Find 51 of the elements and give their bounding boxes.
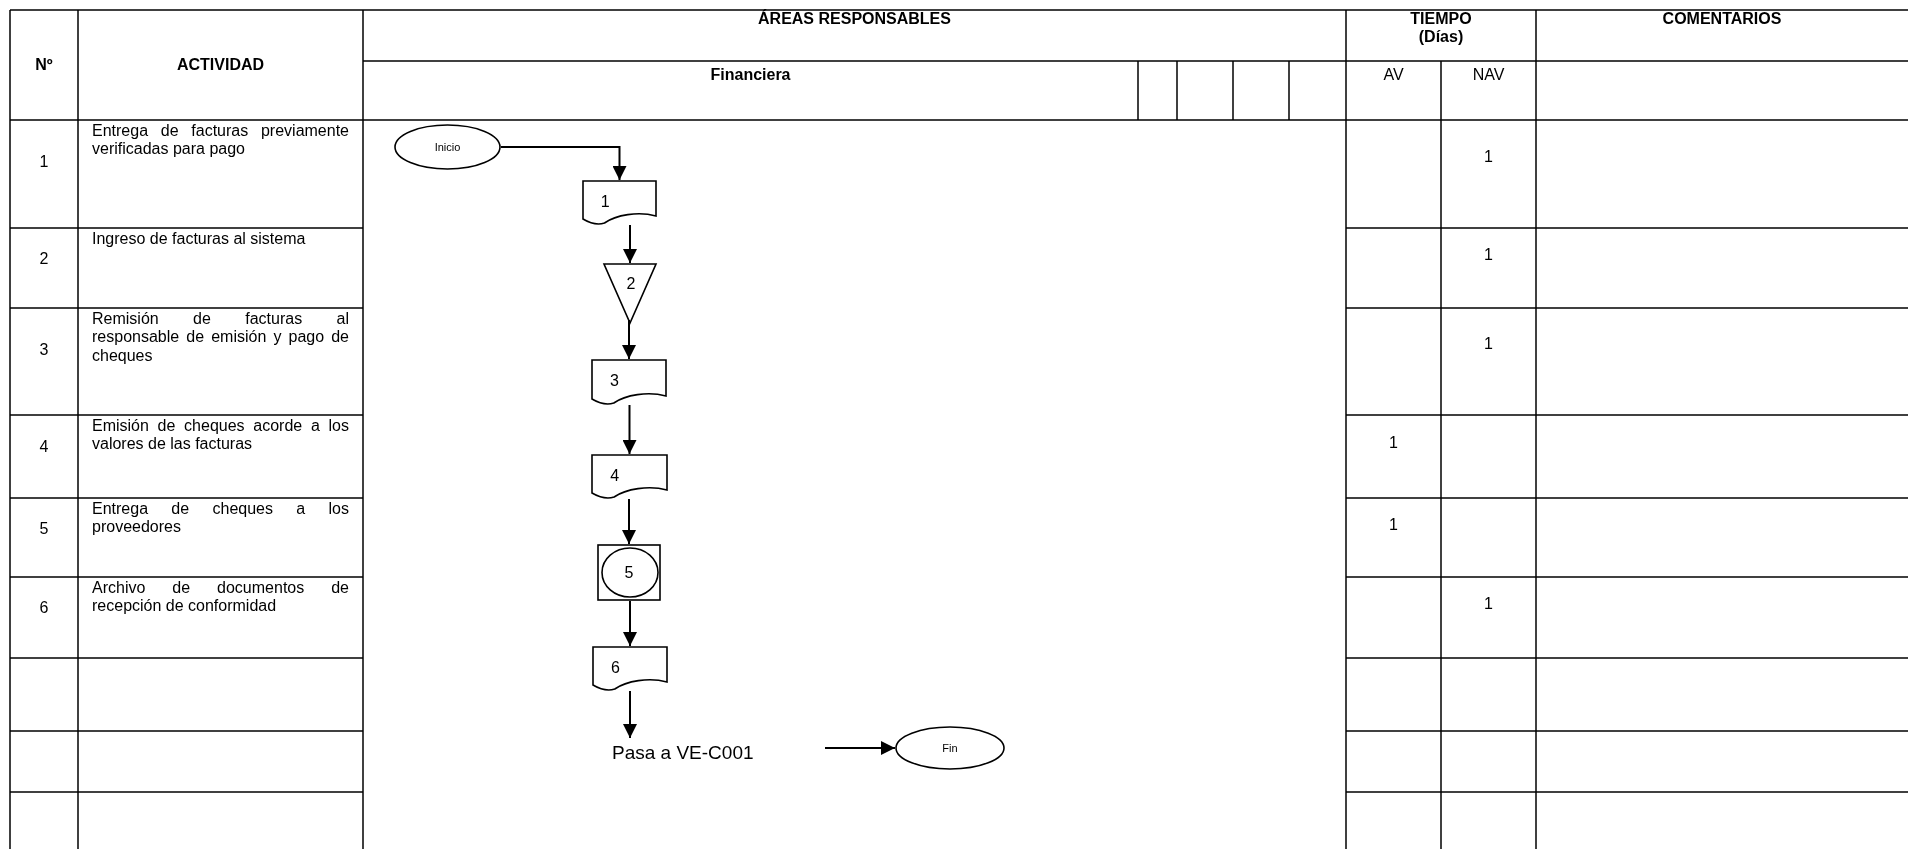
- row-number: 2: [38, 250, 50, 269]
- column-header: COMENTARIOS: [1661, 10, 1783, 29]
- document-symbol: [591, 454, 668, 499]
- operation-inspection-symbol: [597, 544, 661, 601]
- terminator-ellipse: [895, 726, 1005, 770]
- time-value: 1: [1483, 335, 1494, 354]
- step-number: 6: [611, 658, 620, 677]
- terminator-label: Fin: [942, 742, 958, 754]
- row-number: 3: [38, 340, 50, 359]
- arrow: [622, 319, 636, 360]
- activity-text: Entrega de facturas previamente verificadas para pago: [91, 122, 350, 159]
- column-header: ACTIVIDAD: [175, 55, 266, 75]
- time-value: 1: [1388, 434, 1399, 453]
- arrow: [622, 404, 637, 455]
- area-header: Financiera: [709, 66, 792, 85]
- column-header: Nº: [34, 55, 54, 75]
- activity-text: Emisión de cheques acorde a los valores de las facturas: [91, 417, 350, 454]
- arrow: [623, 600, 637, 647]
- time-value: 1: [1483, 595, 1494, 614]
- step-number: 2: [626, 275, 636, 293]
- arrow: [500, 146, 627, 181]
- row-number: 4: [38, 438, 50, 457]
- row-number: 1: [38, 152, 50, 172]
- activity-text: Ingreso de facturas al sistema: [91, 230, 307, 249]
- terminator-ellipse: [394, 124, 501, 170]
- activity-text: Entrega de cheques a los proveedores: [91, 500, 350, 537]
- column-header: TIEMPO (Días): [1409, 10, 1473, 47]
- row-number: 5: [38, 519, 50, 538]
- terminator-label: Inicio: [434, 141, 461, 153]
- step-number: 4: [610, 466, 620, 485]
- step-number: 5: [624, 563, 634, 582]
- time-value: 1: [1483, 147, 1494, 166]
- time-value: 1: [1483, 246, 1494, 265]
- document-symbol: [582, 180, 657, 225]
- activity-text: Remisión de facturas al responsable de emisión y pago de cheques: [91, 310, 350, 366]
- activity-text: Archivo de documentos de recepción de conformidad: [91, 579, 350, 616]
- step-number: 3: [610, 372, 619, 390]
- arrow: [623, 690, 637, 739]
- arrow: [622, 498, 636, 545]
- arrow: [824, 741, 896, 755]
- document-symbol: [591, 359, 667, 405]
- step-number: 1: [600, 192, 610, 211]
- connector-note: Pasa a VE-C001: [612, 742, 754, 764]
- storage-triangle: [603, 263, 657, 324]
- document-symbol: [592, 646, 668, 691]
- column-header: AV: [1382, 66, 1405, 85]
- column-header: NAV: [1471, 66, 1506, 85]
- time-value: 1: [1388, 515, 1399, 535]
- column-header: ÁREAS RESPONSABLES: [757, 10, 952, 29]
- row-number: 6: [38, 599, 50, 618]
- arrow: [623, 224, 637, 264]
